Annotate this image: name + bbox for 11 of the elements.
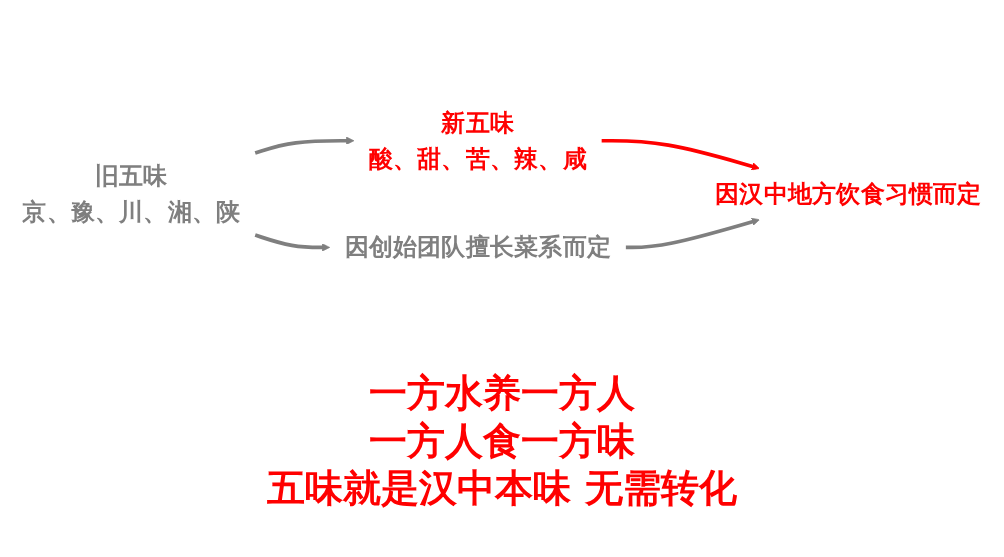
- arrow: [254, 233, 331, 252]
- note-text: 一方水养一方人: [369, 370, 635, 417]
- arrow: [254, 136, 355, 155]
- arrow: [601, 138, 760, 171]
- arrow: [625, 217, 760, 250]
- note-text: 五味就是汉中本味 无需转化: [267, 465, 737, 512]
- node-text: 新五味 酸、甜、苦、辣、咸: [368, 108, 587, 173]
- node-text: 因创始团队擅长菜系而定: [344, 232, 611, 261]
- note-text: 一方人食一方味: [369, 417, 635, 465]
- node-text: 旧五味 京、豫、川、湘、陕: [22, 161, 241, 226]
- node-text: 因汉中地方饮食习惯而定: [715, 179, 982, 208]
